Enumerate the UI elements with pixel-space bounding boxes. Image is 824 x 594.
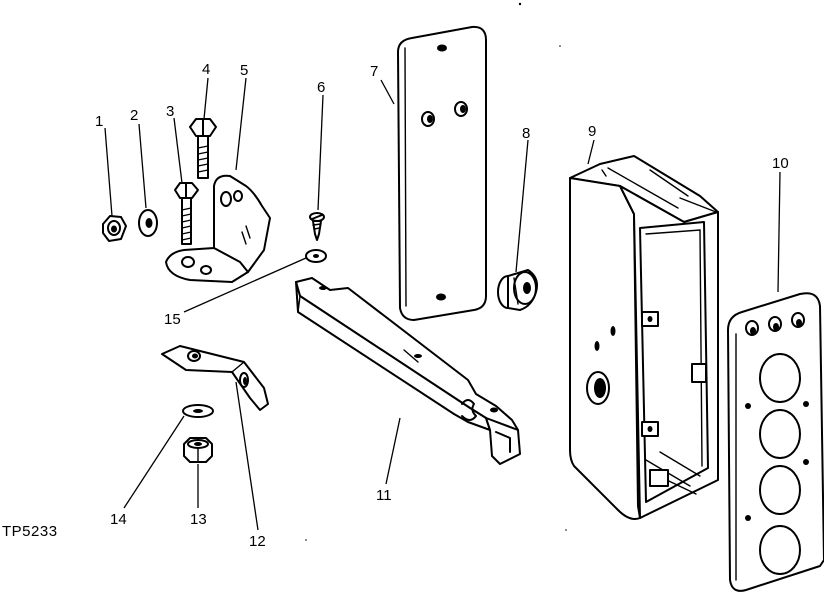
callout-4: 4 (202, 61, 210, 78)
part-7-plate (397, 25, 487, 321)
callout-9: 9 (588, 123, 596, 140)
callout-2: 2 (130, 107, 138, 124)
part-15-washer (305, 249, 327, 263)
part-9-housing-box (569, 155, 719, 520)
callout-14: 14 (110, 511, 127, 528)
scan-specks (305, 2, 567, 541)
callout-8: 8 (522, 125, 530, 142)
part-12-l-strap (161, 345, 269, 411)
callout-10: 10 (772, 155, 789, 172)
part-5-angle-bracket (165, 174, 271, 283)
part-2-washer (138, 209, 158, 237)
callout-3: 3 (166, 103, 174, 120)
callout-5: 5 (240, 62, 248, 79)
part-14-washer (182, 404, 214, 418)
callout-6: 6 (317, 79, 325, 96)
part-4-bolt (189, 118, 217, 179)
figure-code: TP5233 (2, 523, 58, 540)
leader-lines (104, 77, 781, 531)
part-8-grommet (497, 269, 538, 311)
part-13-hex-nut (183, 437, 213, 463)
part-11-channel-bar (295, 277, 521, 465)
callout-15: 15 (164, 311, 181, 328)
part-6-screw (309, 212, 325, 241)
part-1-hex-nut (102, 215, 127, 242)
callout-labels: 1 2 3 4 5 6 7 8 9 10 11 12 13 14 15 (95, 61, 789, 550)
callout-11: 11 (376, 487, 392, 504)
part-10-cover-plate (727, 292, 824, 592)
callout-12: 12 (249, 533, 266, 550)
callout-7: 7 (370, 63, 378, 80)
part-3-bolt (174, 182, 199, 245)
callout-1: 1 (95, 113, 103, 130)
callout-13: 13 (190, 511, 207, 528)
